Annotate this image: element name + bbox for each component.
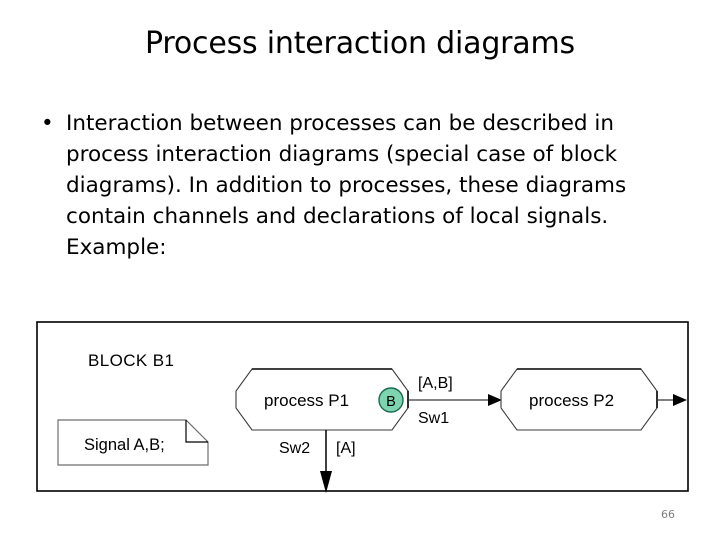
list-item: • Interaction between processes can be d… [34,108,674,263]
gate-label: B [386,394,396,410]
page-number: 66 [661,508,675,521]
process-p1-node[interactable]: process P1 B [235,368,409,431]
channel-sw2-signals: [A] [336,440,356,457]
channel-sw2-arrowhead-icon [320,471,332,493]
block-label: BLOCK B1 [88,351,174,370]
signal-declaration-note: Signal A,B; [57,419,209,466]
process-p1-shape[interactable] [235,368,409,431]
channel-p2-outgoing [657,394,687,406]
channel-sw2-name: Sw2 [279,440,310,457]
channel-sw1-arrowhead-icon [488,394,502,406]
bullet-marker-icon: • [41,111,54,136]
channel-sw1-signals: [A,B] [418,375,453,392]
channel-sw1-name: Sw1 [418,410,449,427]
gate-circle-icon[interactable] [378,387,404,413]
bullet-text: Interaction between processes can be des… [66,111,627,260]
process-interaction-diagram: BLOCK B1 Signal A,B; process P1 B [A,B] … [36,321,689,493]
channel-p2-outgoing-arrowhead-icon [673,394,687,406]
process-p2-label: process P2 [529,391,614,410]
page-title: Process interaction diagrams [145,26,575,61]
note-fold-icon [185,420,208,443]
slide-body-list: • Interaction between processes can be d… [34,108,674,263]
process-p2-shape[interactable] [500,368,658,431]
signal-declaration-text: Signal A,B; [84,436,165,454]
channel-sw2: Sw2 [A] [279,430,356,493]
process-p2-node[interactable]: process P2 [500,368,658,431]
note-body [57,419,209,466]
process-p1-label: process P1 [264,391,349,410]
channel-sw1: [A,B] Sw1 [408,375,502,427]
